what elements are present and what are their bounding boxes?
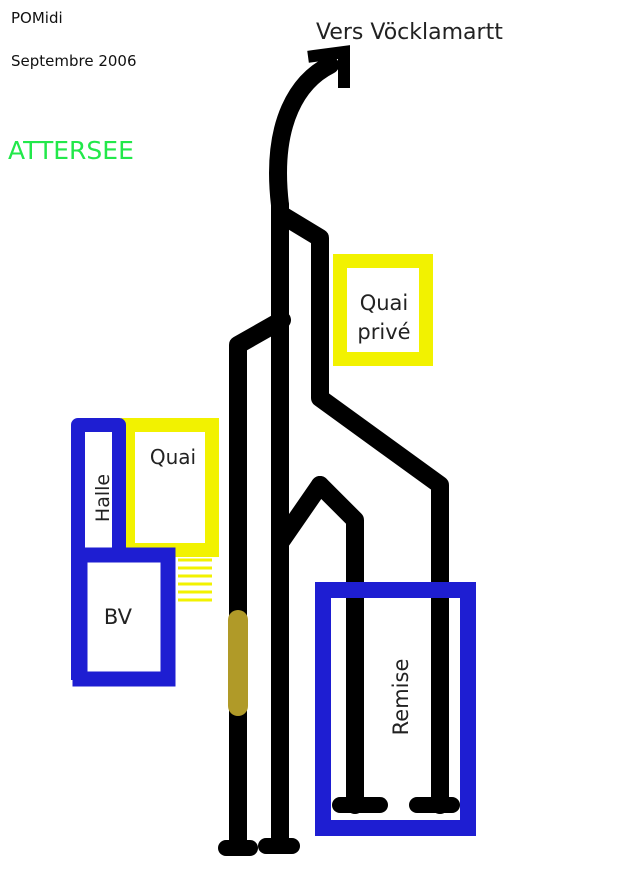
arrow-head-icon — [307, 45, 350, 88]
buffer-stops — [218, 797, 460, 856]
passenger-platform — [121, 418, 219, 557]
track-marker — [228, 610, 248, 716]
station-name: ATTERSEE — [8, 136, 134, 165]
remise-label: Remise — [389, 659, 413, 736]
author-label: POMidi — [11, 9, 63, 27]
remise-building — [315, 582, 476, 836]
crossover — [273, 476, 329, 549]
main-line-to-vocklamartt — [269, 56, 339, 214]
quai-prive-label-line1: Quai — [360, 291, 409, 315]
bv-label: BV — [104, 605, 133, 629]
quai-label: Quai — [150, 445, 196, 469]
track-siding — [311, 476, 364, 814]
direction-label: Vers Vöcklamartt — [316, 20, 503, 45]
halle-label: Halle — [92, 474, 114, 522]
platform-steps — [178, 550, 212, 602]
bv-building — [72, 547, 176, 687]
date-label: Septembre 2006 — [11, 52, 137, 70]
quai-prive-label-line2: privé — [357, 320, 410, 344]
private-platform — [333, 254, 433, 366]
